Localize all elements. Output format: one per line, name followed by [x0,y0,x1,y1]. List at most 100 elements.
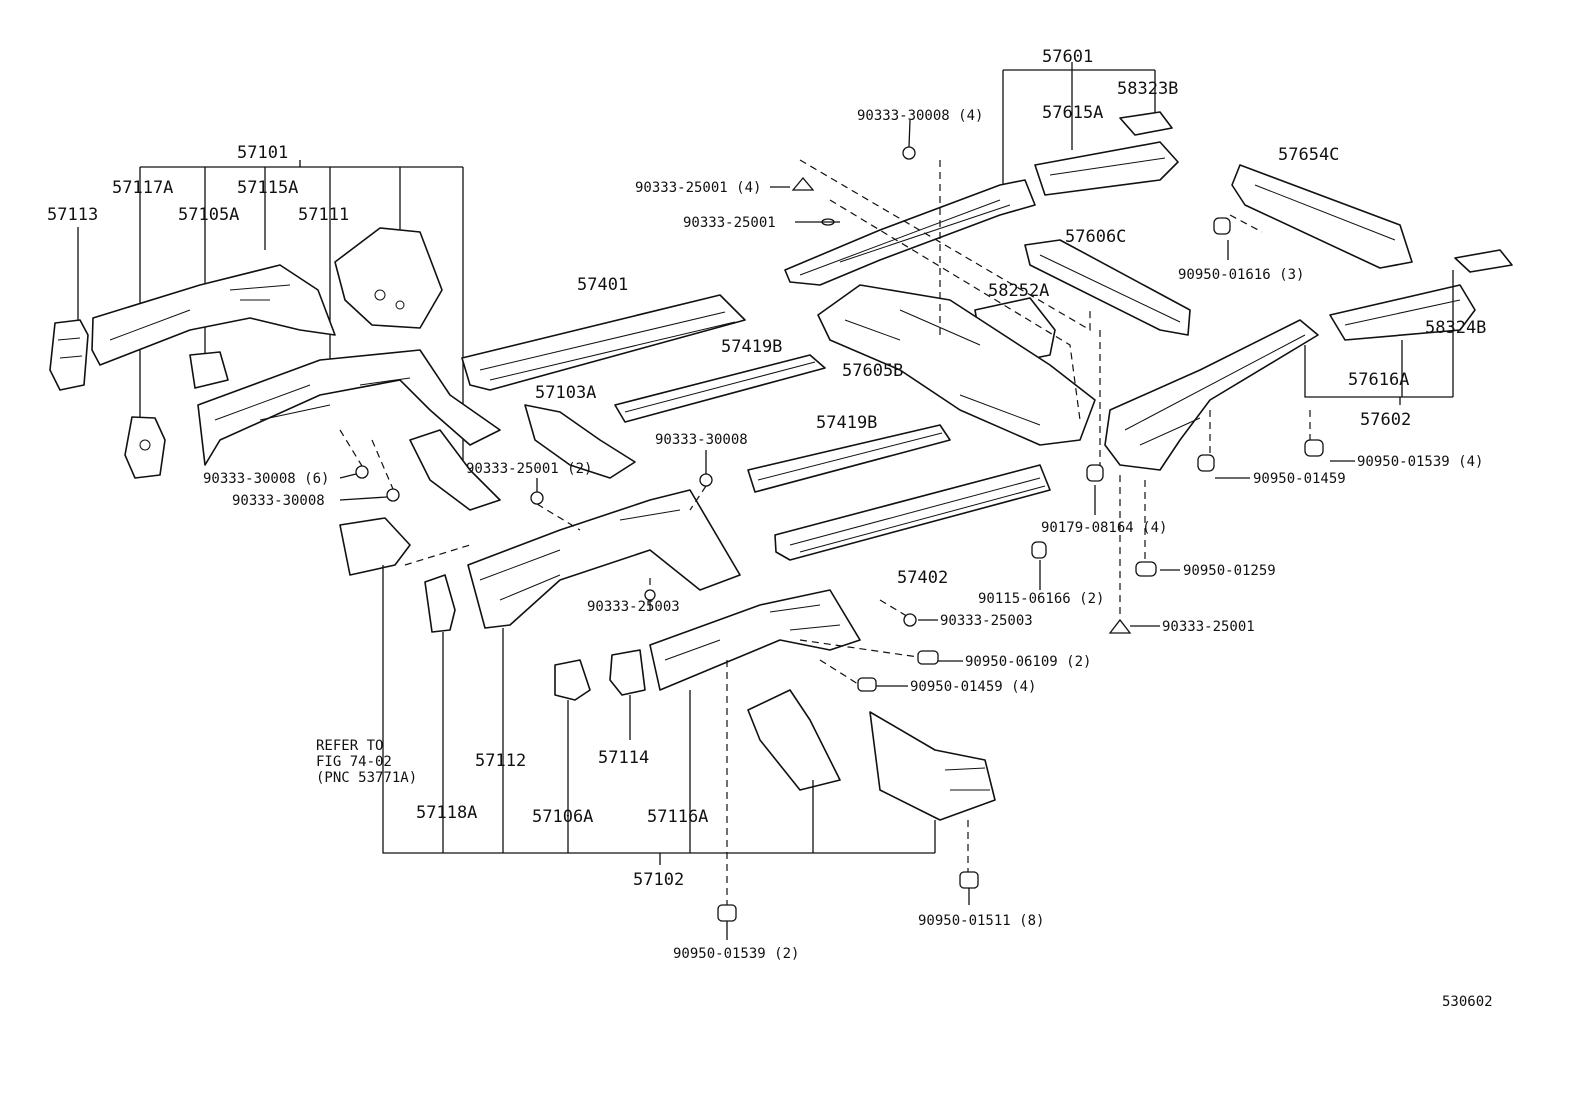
refer-note-line3: (PNC 53771A) [316,770,417,786]
refer-note-line1: REFER TO [316,738,383,754]
part-57118A[interactable] [424,574,456,633]
label-57113: 57113 [47,205,98,225]
part-57105A[interactable] [189,351,229,389]
label-57615A: 57615A [1042,103,1103,123]
figure-number: 530602 [1442,994,1493,1010]
label-57601: 57601 [1042,47,1093,67]
fastener-90333-25001-4[interactable] [791,176,815,191]
label-57616A: 57616A [1348,370,1409,390]
part-57101-side-member[interactable] [197,349,501,466]
fastener-90950-01459-4[interactable] [857,677,877,692]
group-57102-brackets [382,565,936,865]
fastener-90950-01616-3[interactable] [1213,217,1231,235]
label-90950-01539-4: 90950-01539 (4) [1357,454,1483,470]
part-57601-rear-member[interactable] [784,179,1036,286]
label-57102: 57102 [633,870,684,890]
label-90333-30008-b: 90333-30008 [655,432,748,448]
part-57102-rear-panel[interactable] [869,711,996,821]
label-90333-25003-a: 90333-25003 [587,599,680,615]
fastener-90333-25001-b[interactable] [1108,618,1132,634]
fastener-90950-01539-4[interactable] [1304,439,1324,457]
part-57113[interactable] [49,319,89,391]
label-58252A: 58252A [988,281,1049,301]
part-57419B-mid[interactable] [747,424,951,493]
fastener-90333-25003-b[interactable] [903,613,917,627]
fastener-90950-01511-8[interactable] [959,871,979,889]
label-90333-25001-4: 90333-25001 (4) [635,180,761,196]
refer-note-line2: FIG 74-02 [316,754,392,770]
fastener-90950-01459-a[interactable] [1197,454,1215,472]
group-57602-brackets [1304,270,1454,405]
label-57103A: 57103A [535,383,596,403]
label-57111: 57111 [298,205,349,225]
label-57605B: 57605B [842,361,903,381]
label-90333-25003-b: 90333-25003 [940,613,1033,629]
label-57118A: 57118A [416,803,477,823]
label-90950-01511-8: 90950-01511 (8) [918,913,1044,929]
fastener-90115-06166-2[interactable] [1031,541,1047,559]
label-57116A: 57116A [647,807,708,827]
part-57103A[interactable] [524,404,636,479]
label-90950-06109-2: 90950-06109 (2) [965,654,1091,670]
label-57117A: 57117A [112,178,173,198]
part-57602-rear-member[interactable] [1104,319,1319,471]
part-57615A[interactable] [1034,141,1179,196]
label-57114: 57114 [598,748,649,768]
part-57112-member[interactable] [467,489,741,629]
label-90333-30008-4: 90333-30008 (4) [857,108,983,124]
label-57101: 57101 [237,143,288,163]
group-57601-brackets [1002,62,1156,190]
part-57111[interactable] [334,227,443,329]
label-90115-06166-2: 90115-06166 (2) [978,591,1104,607]
part-58323B[interactable] [1119,111,1173,136]
label-58324B: 58324B [1425,318,1486,338]
part-57116A-member[interactable] [649,589,861,691]
fastener-90950-01259[interactable] [1135,561,1157,577]
label-57402: 57402 [897,568,948,588]
label-57401: 57401 [577,275,628,295]
label-57419B-upper: 57419B [721,337,782,357]
part-57115A[interactable] [91,264,336,366]
label-57105A: 57105A [178,205,239,225]
fastener-90950-06109-2[interactable] [917,650,939,665]
label-58323B: 58323B [1117,79,1178,99]
part-57101-front-panel[interactable] [409,429,501,511]
label-90950-01459-4: 90950-01459 (4) [910,679,1036,695]
label-90333-25001-a: 90333-25001 [683,215,776,231]
fastener-90950-01539-2[interactable] [717,904,737,922]
label-90179-08164-4: 90179-08164 (4) [1041,520,1167,536]
part-57118A-bracket-left[interactable] [339,517,411,576]
label-90333-30008-6: 90333-30008 (6) [203,471,329,487]
part-57102-lower-bracket[interactable] [747,689,841,791]
label-90950-01459-a: 90950-01459 [1253,471,1346,487]
part-57654C[interactable] [1231,164,1413,269]
part-57401[interactable] [461,294,746,391]
label-90333-30008-a: 90333-30008 [232,493,325,509]
label-57112: 57112 [475,751,526,771]
fastener-90333-30008-4[interactable] [902,146,916,160]
part-57419B-upper[interactable] [614,354,826,423]
part-57605B[interactable] [817,284,1096,446]
label-57106A: 57106A [532,807,593,827]
label-57606C: 57606C [1065,227,1126,247]
part-57114[interactable] [609,649,646,696]
fastener-90333-30008-b[interactable] [699,473,713,487]
group-57101-brackets [77,160,464,460]
fastener-90333-25001-2[interactable] [530,491,544,505]
fastener-90333-30008-6[interactable] [355,465,369,479]
label-90333-25001-b: 90333-25001 [1162,619,1255,635]
part-58324B[interactable] [1454,249,1513,273]
label-90950-01259: 90950-01259 [1183,563,1276,579]
label-90333-25001-2: 90333-25001 (2) [466,461,592,477]
label-57654C: 57654C [1278,145,1339,165]
part-57106A[interactable] [554,659,591,701]
fastener-90333-30008-a[interactable] [386,488,400,502]
label-57115A: 57115A [237,178,298,198]
label-90950-01616-3: 90950-01616 (3) [1178,267,1304,283]
label-90950-01539-2: 90950-01539 (2) [673,946,799,962]
label-57602: 57602 [1360,410,1411,430]
label-57419B-mid: 57419B [816,413,877,433]
fastener-90179-08164-4[interactable] [1086,464,1104,482]
